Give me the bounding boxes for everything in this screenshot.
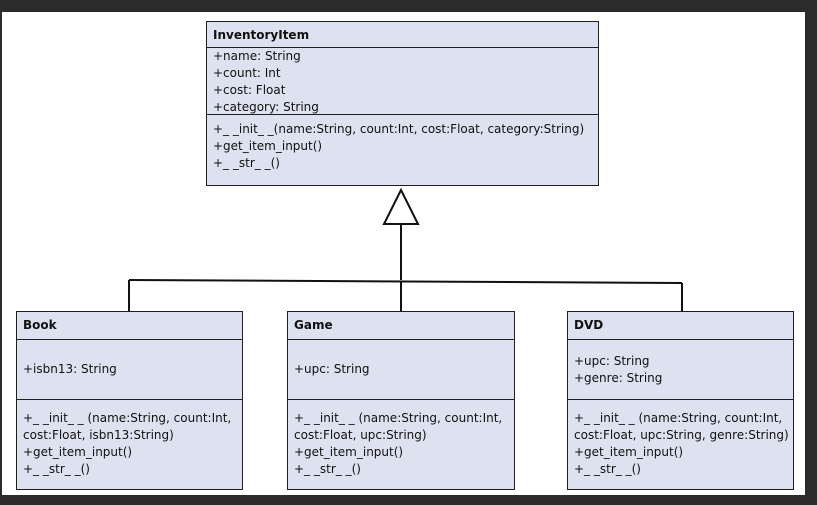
method: +get_item_input(): [574, 445, 684, 459]
class-name: InventoryItem: [207, 22, 598, 48]
attribute: +cost: Float: [213, 83, 286, 97]
method: +_ _init_ _(name:String, count:Int, cost…: [213, 122, 585, 136]
class-game: Game +upc: String +_ _init_ _ (name:Stri…: [287, 311, 515, 490]
methods-section: +_ _init_ _ (name:String, count:Int, cos…: [568, 400, 793, 478]
attribute: +upc: String: [574, 353, 650, 368]
method: cost:Float, isbn13:String): [23, 428, 174, 442]
method: +get_item_input(): [294, 445, 404, 459]
method: cost:Float, upc:String): [294, 428, 427, 442]
method: +_ _str_ _(): [294, 462, 361, 476]
class-name: DVD: [568, 312, 793, 340]
method: +get_item_input(): [23, 445, 133, 459]
attributes-section: +isbn13: String: [17, 340, 242, 400]
methods-section: +_ _init_ _ (name:String, count:Int, cos…: [17, 400, 242, 478]
methods-section: +_ _init_ _ (name:String, count:Int, cos…: [288, 400, 514, 478]
horizontal-bus-line: [128, 279, 683, 284]
attribute: +count: Int: [213, 66, 281, 80]
class-name: Game: [288, 312, 514, 340]
method: +_ _str_ _(): [574, 462, 641, 476]
class-book: Book +isbn13: String +_ _init_ _ (name:S…: [16, 311, 243, 490]
method: +_ _str_ _(): [23, 462, 90, 476]
class-inventory-item: InventoryItem +name: String +count: Int …: [206, 21, 599, 186]
method: +_ _init_ _ (name:String, count:Int,: [294, 411, 503, 425]
attribute: +genre: String: [574, 370, 663, 385]
attribute: +upc: String: [294, 362, 370, 376]
method: cost:Float, upc:String, genre:String): [574, 428, 789, 442]
method: +_ _init_ _ (name:String, count:Int,: [23, 411, 232, 425]
class-dvd: DVD +upc: String +genre: String +_ _init…: [567, 311, 794, 490]
method: +get_item_input(): [213, 139, 323, 153]
method: +_ _init_ _ (name:String, count:Int,: [574, 411, 783, 425]
attribute: +name: String: [213, 49, 301, 63]
attribute: +category: String: [213, 100, 319, 114]
class-name: Book: [17, 312, 242, 340]
attribute: +isbn13: String: [23, 362, 117, 376]
methods-section: +_ _init_ _(name:String, count:Int, cost…: [207, 115, 598, 172]
diagram-canvas: InventoryItem +name: String +count: Int …: [2, 12, 805, 495]
method: +_ _str_ _(): [213, 156, 280, 170]
inheritance-arrow-icon: [382, 187, 420, 225]
inheritance-connectors: [128, 187, 683, 311]
attributes-section: +upc: String: [288, 340, 514, 400]
attributes-section: +upc: String +genre: String: [568, 340, 793, 400]
attributes-section: +name: String +count: Int +cost: Float +…: [207, 48, 598, 115]
